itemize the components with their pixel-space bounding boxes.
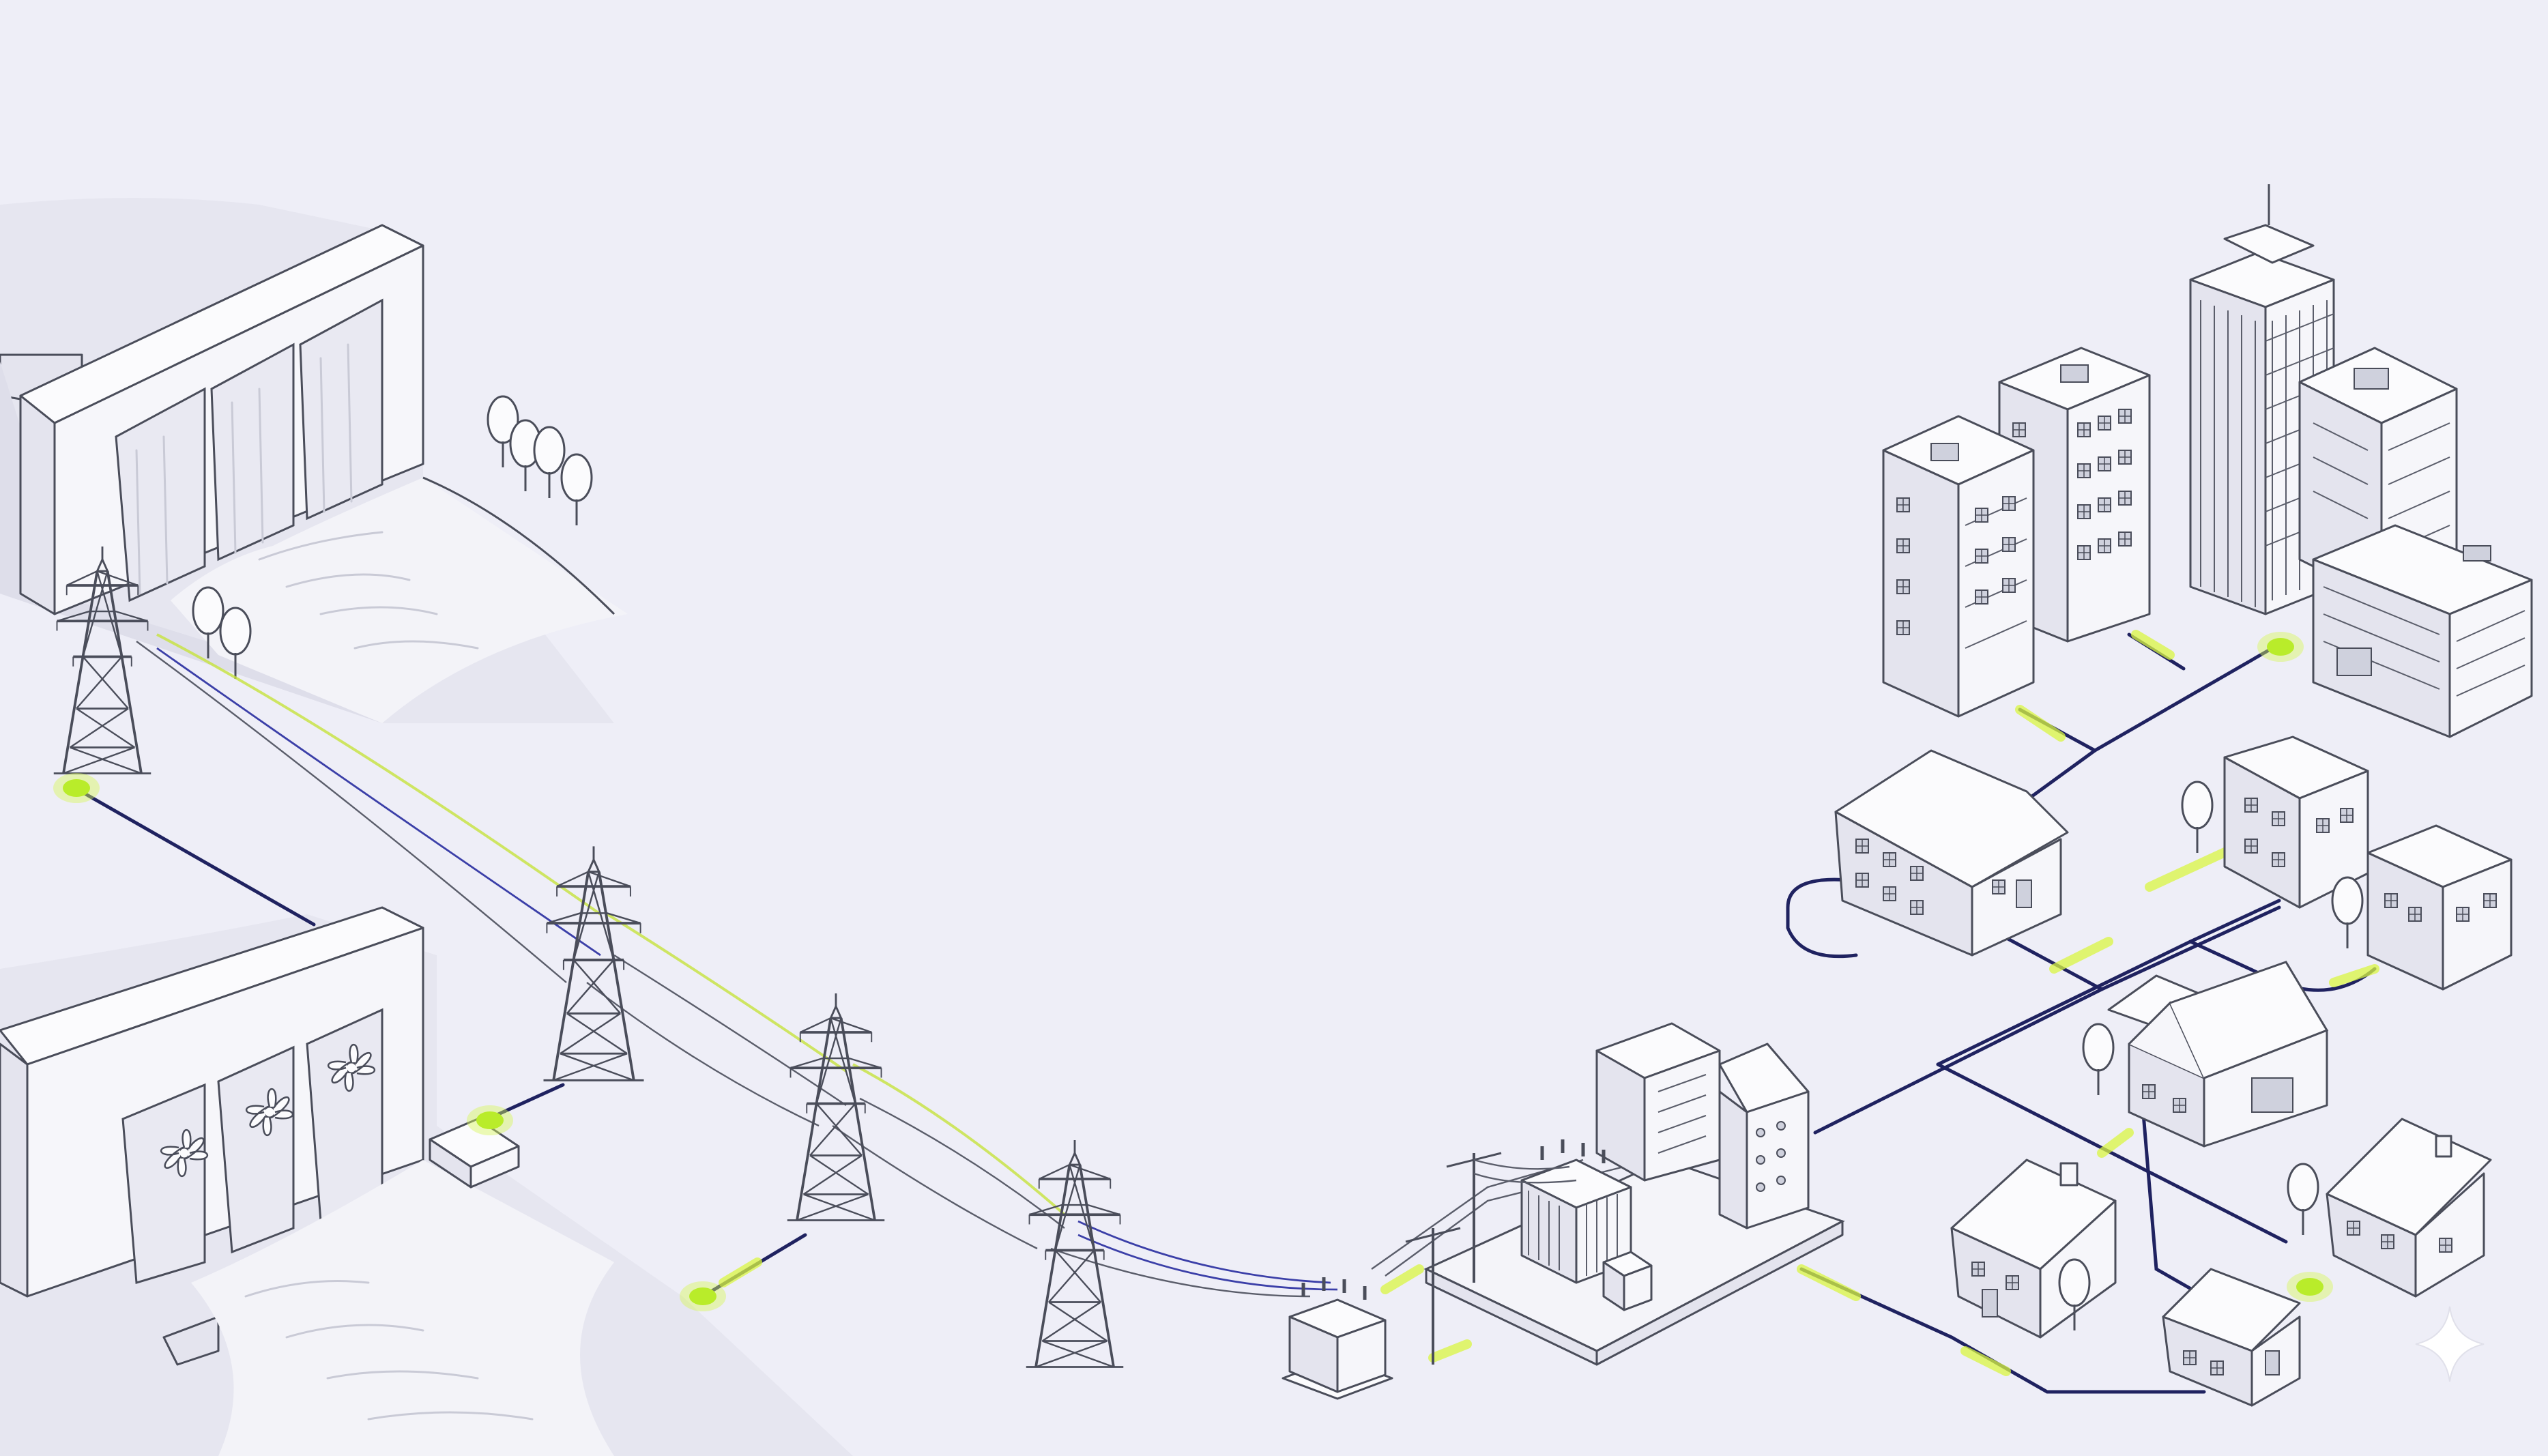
hydro-dam-icon (0, 906, 853, 1456)
substation-icon (1405, 1022, 1845, 1366)
house-icon (1834, 736, 2513, 1407)
transmission-wires (136, 633, 1625, 1298)
office-building-icon (1882, 184, 2533, 738)
energy-flow (719, 630, 2379, 1376)
sparkle-icon (2415, 1306, 2485, 1382)
connection-nodes (53, 632, 2333, 1311)
grid-lines (73, 632, 2377, 1394)
hydro-dam-icon (0, 198, 628, 723)
transformer-icon (1282, 1277, 1393, 1400)
